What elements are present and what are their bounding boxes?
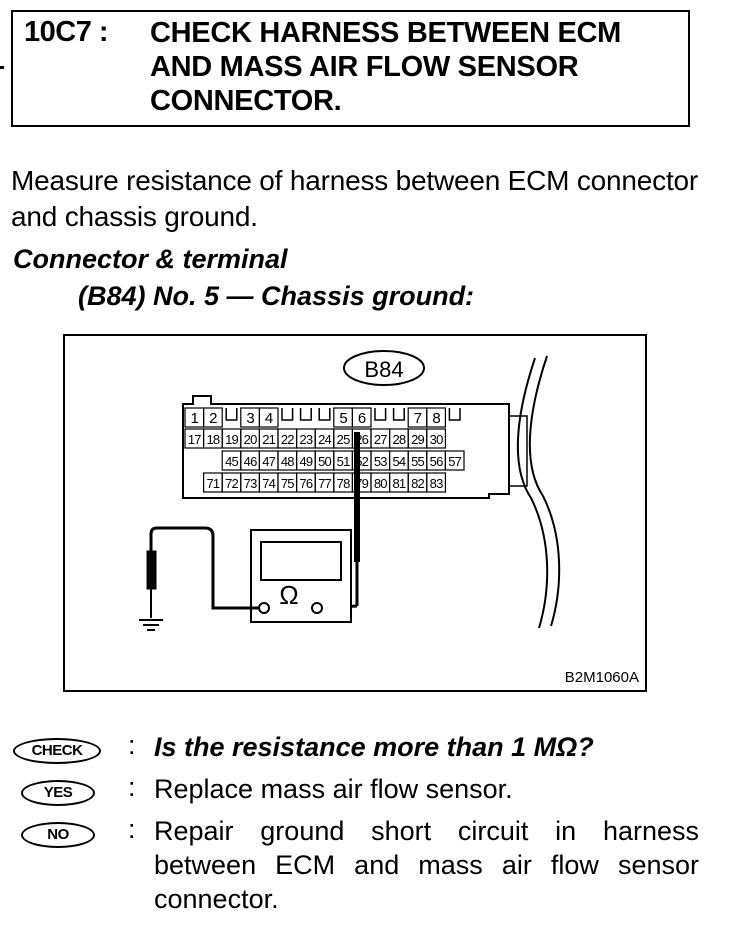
terminal-key-slot <box>392 408 405 421</box>
connector-label: B84 <box>364 357 403 382</box>
terminal-number-74: 74 <box>262 476 275 491</box>
yes-colon: : <box>128 772 136 802</box>
terminal-number-46: 46 <box>244 454 257 469</box>
connector-terminal-detail: (B84) No. 5 — Chassis ground: <box>78 281 475 311</box>
terminal-number-56: 56 <box>430 454 443 469</box>
terminal-number-57: 57 <box>448 454 461 469</box>
connector-terminal-heading: Connector & terminal <box>13 244 288 274</box>
figure-code: B2M1060A <box>565 669 639 686</box>
terminal-cell-8 <box>426 407 446 428</box>
terminal-number-7: 7 <box>414 410 422 427</box>
terminal-number-73: 73 <box>244 476 257 491</box>
meter-lead-left <box>149 526 259 610</box>
terminal-key-slot <box>225 408 238 421</box>
terminal-number-48: 48 <box>281 454 294 469</box>
terminal-number-17: 17 <box>188 432 201 447</box>
ohmmeter-display <box>260 541 342 581</box>
terminal-number-6: 6 <box>358 410 366 427</box>
ground-probe <box>146 550 157 590</box>
terminal-number-3: 3 <box>246 410 254 427</box>
probe-terminal-5 <box>354 432 360 562</box>
terminal-number-81: 81 <box>392 476 405 491</box>
terminal-number-5: 5 <box>339 410 347 427</box>
terminal-key-slot <box>448 408 461 421</box>
terminal-number-8: 8 <box>432 410 440 427</box>
no-action: Repair ground short circuit in harness b… <box>154 816 699 914</box>
terminal-number-1: 1 <box>191 410 199 427</box>
no-colon: : <box>128 814 136 844</box>
step-title: CHECK HARNESS BETWEEN ECM AND MASS AIR F… <box>150 17 622 117</box>
ohm-symbol: Ω <box>279 580 298 610</box>
step-code: 10C7 : <box>24 16 109 48</box>
terminal-number-77: 77 <box>318 476 331 491</box>
terminal-number-30: 30 <box>430 432 443 447</box>
terminal-key-slot <box>374 408 387 421</box>
terminal-number-20: 20 <box>244 432 257 447</box>
terminal-number-2: 2 <box>209 410 217 427</box>
terminal-number-23: 23 <box>299 432 312 447</box>
terminal-number-80: 80 <box>374 476 387 491</box>
terminal-cell-30 <box>426 428 446 449</box>
terminal-cell-4 <box>258 407 279 428</box>
instruction-text: Measure resistance of harness between EC… <box>11 165 699 232</box>
terminal-number-53: 53 <box>374 454 387 469</box>
connector-lock <box>509 415 528 487</box>
terminal-number-51: 51 <box>337 454 350 469</box>
terminal-number-25: 25 <box>337 432 350 447</box>
terminal-cell-57 <box>444 450 465 471</box>
terminal-number-83: 83 <box>430 476 443 491</box>
terminal-number-75: 75 <box>281 476 294 491</box>
connector-housing <box>182 395 510 499</box>
terminal-number-76: 76 <box>299 476 312 491</box>
terminal-number-28: 28 <box>392 432 405 447</box>
terminal-number-82: 82 <box>411 476 424 491</box>
terminal-number-24: 24 <box>318 432 331 447</box>
terminal-number-29: 29 <box>411 432 424 447</box>
terminal-cell-6 <box>351 407 372 428</box>
terminal-number-50: 50 <box>318 454 331 469</box>
no-badge: NO <box>21 822 95 848</box>
terminal-cell-2 <box>203 407 223 428</box>
terminal-number-78: 78 <box>337 476 350 491</box>
yes-action: Replace mass air flow sensor. <box>154 774 513 804</box>
terminal-key-slot <box>299 408 312 421</box>
terminal-number-27: 27 <box>374 432 387 447</box>
terminal-key-slot <box>281 408 294 421</box>
check-colon: : <box>128 730 136 760</box>
yes-badge: YES <box>21 780 95 806</box>
terminal-number-45: 45 <box>225 454 238 469</box>
terminal-number-19: 19 <box>225 432 238 447</box>
ohmmeter-terminal-left <box>258 602 270 614</box>
harness-curve-2 <box>516 357 549 629</box>
connector-label-ellipse <box>343 350 425 386</box>
terminal-number-22: 22 <box>281 432 294 447</box>
ohmmeter-terminal-right <box>311 602 323 614</box>
terminal-number-47: 47 <box>262 454 275 469</box>
terminal-number-72: 72 <box>225 476 238 491</box>
terminal-number-49: 49 <box>299 454 312 469</box>
terminal-key-slot <box>318 408 331 421</box>
terminal-number-4: 4 <box>265 410 273 427</box>
margin-mark <box>0 66 4 69</box>
harness-curve-1 <box>528 355 561 627</box>
terminal-number-55: 55 <box>411 454 424 469</box>
terminal-number-21: 21 <box>262 432 275 447</box>
terminal-number-71: 71 <box>206 476 219 491</box>
step-header-box <box>11 10 690 127</box>
check-badge: CHECK <box>13 738 101 764</box>
terminal-cell-83 <box>426 472 446 493</box>
check-question: Is the resistance more than 1 MΩ? <box>154 732 594 762</box>
terminal-number-18: 18 <box>206 432 219 447</box>
terminal-number-54: 54 <box>392 454 405 469</box>
